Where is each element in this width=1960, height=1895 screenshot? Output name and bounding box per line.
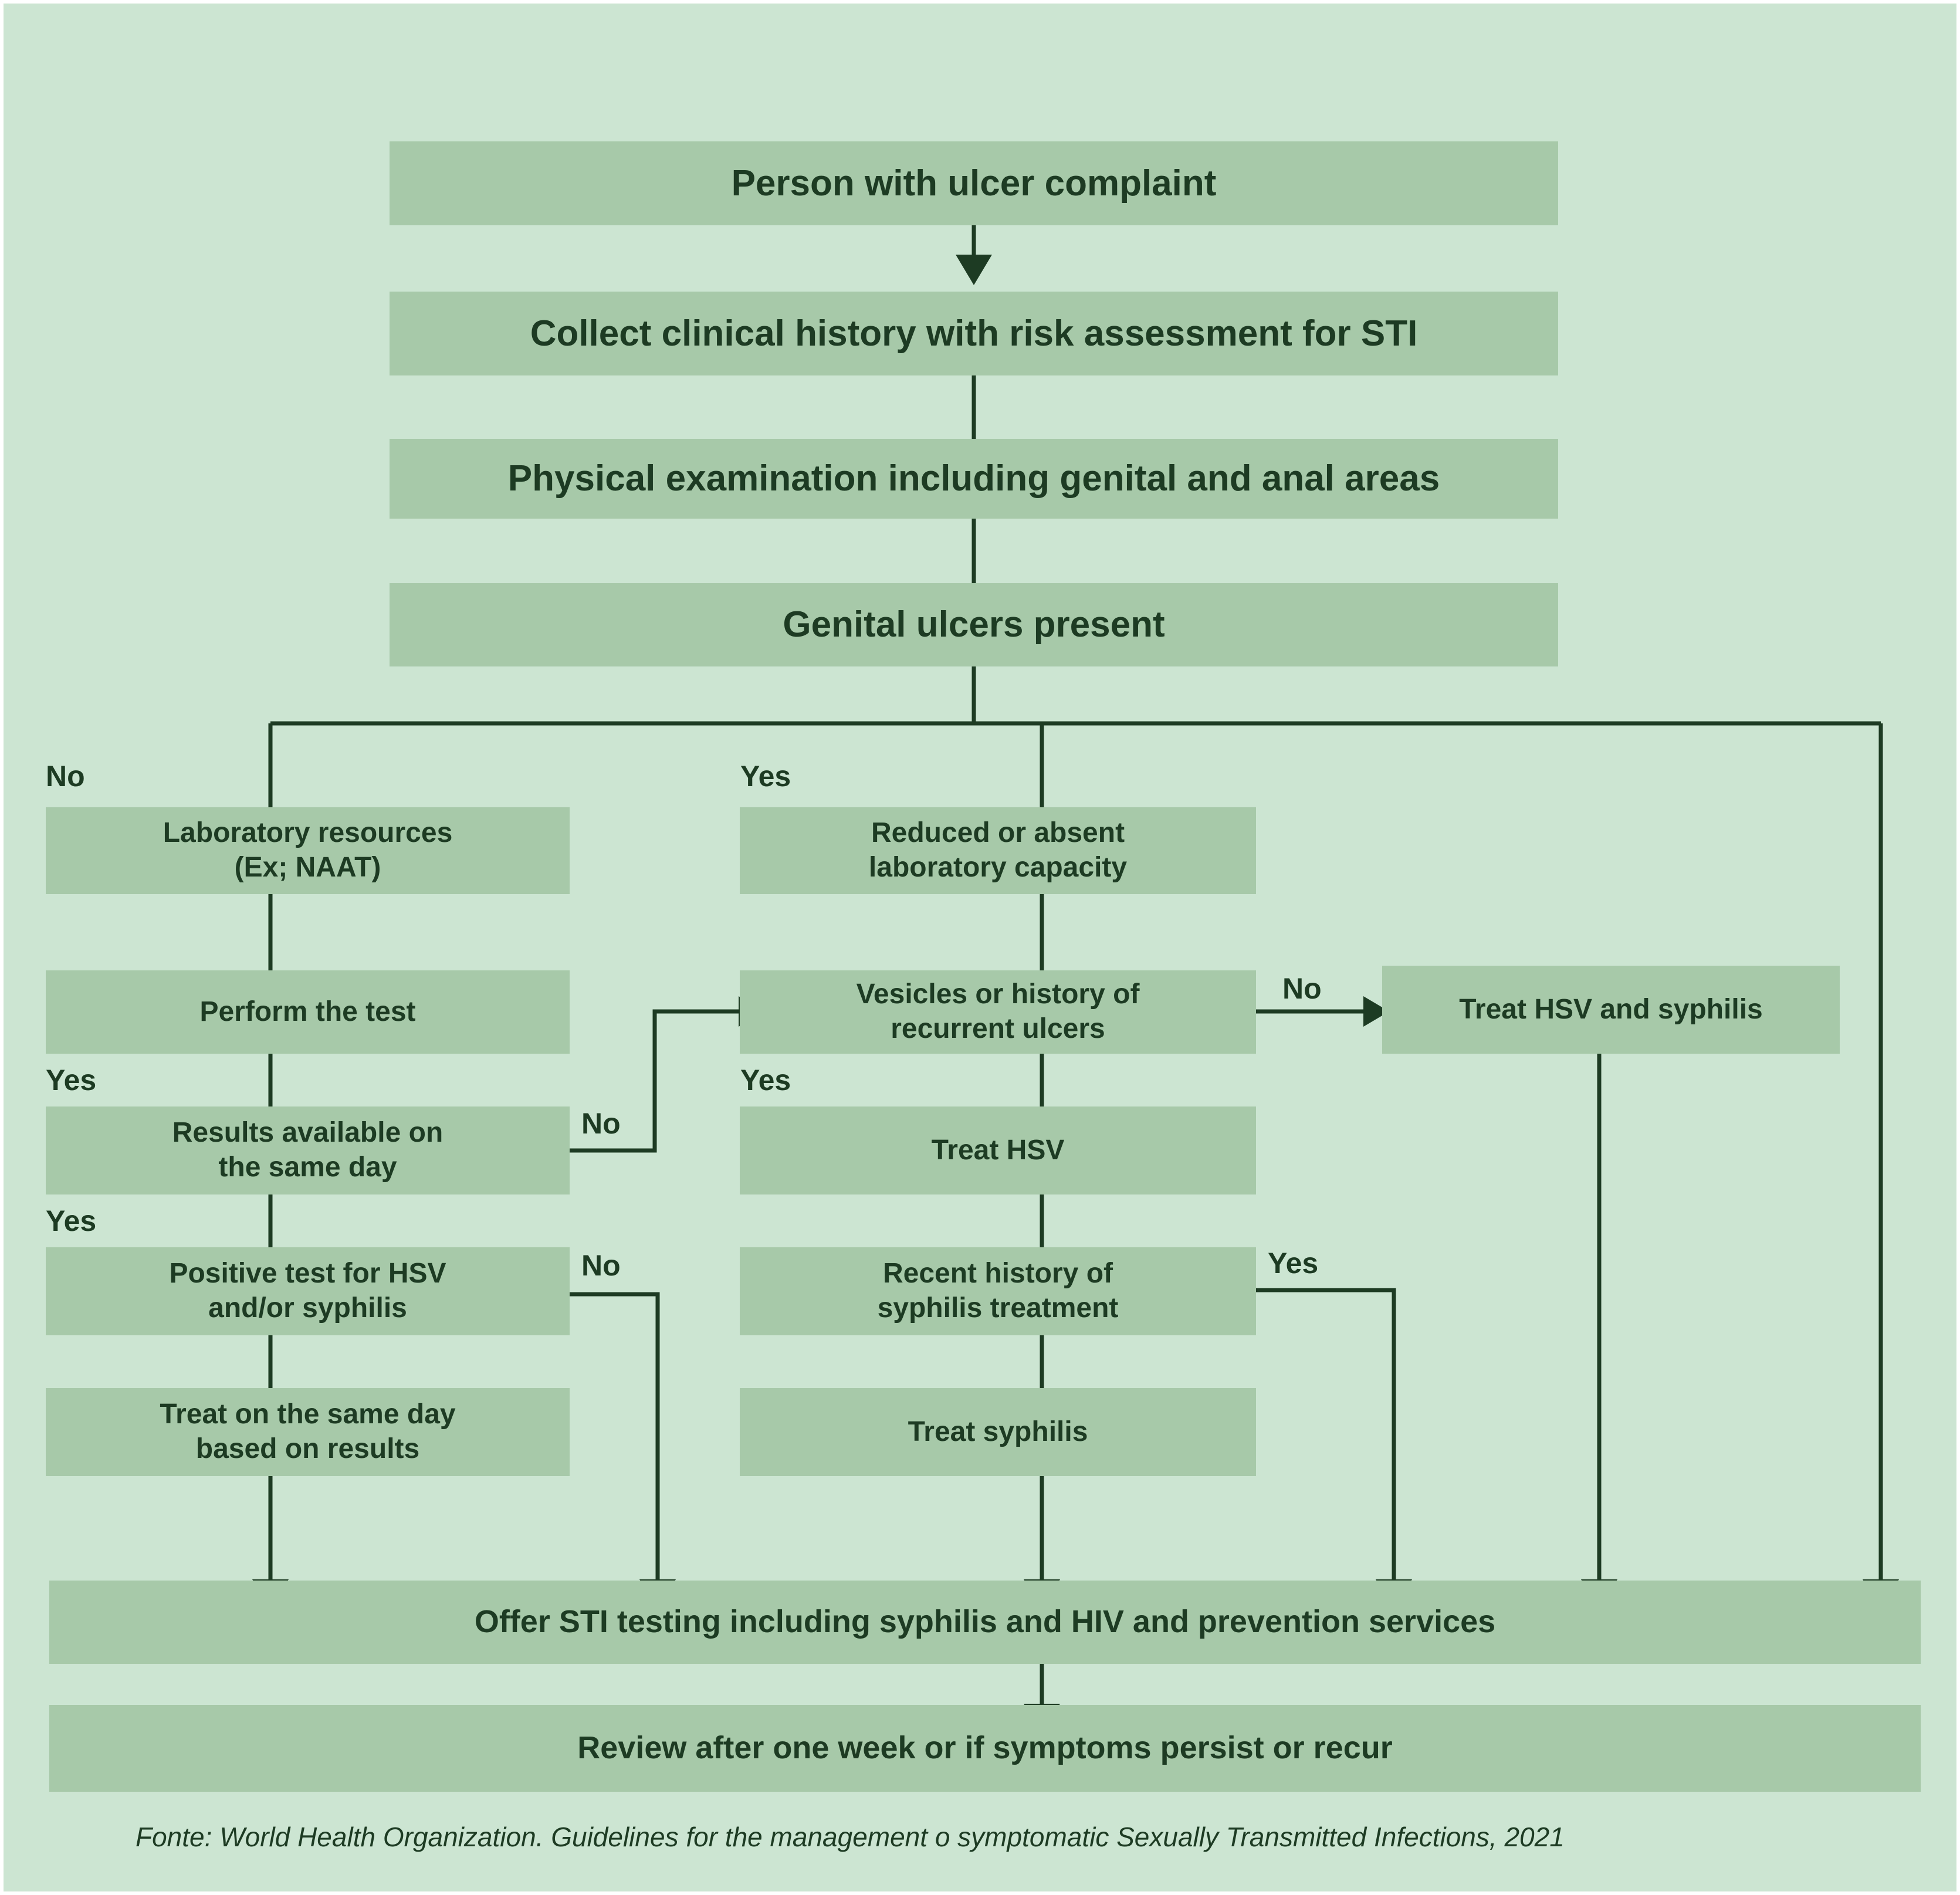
node-recent-history-of-syphilis-treatment[interactable]: Recent history of syphilis treatment	[740, 1247, 1256, 1335]
node-label: Treat HSV and syphilis	[1459, 993, 1763, 1025]
node-reduced-or-absent-lab-capacity[interactable]: Reduced or absent laboratory capacity	[740, 807, 1256, 894]
edge-label-yes-results: Yes	[46, 1064, 97, 1097]
node-collect-clinical-history[interactable]: Collect clinical history with risk asses…	[390, 292, 1558, 375]
node-results-available-same-day[interactable]: Results available on the same day	[46, 1106, 570, 1194]
node-label: Collect clinical history with risk asses…	[530, 313, 1418, 354]
node-label: Treat on the same day based on results	[160, 1399, 456, 1464]
node-label: Positive test for HSV and/or syphilis	[169, 1258, 446, 1324]
node-physical-examination[interactable]: Physical examination including genital a…	[390, 439, 1558, 519]
node-label: Results available on the same day	[172, 1117, 444, 1183]
edge-label-no-positive: No	[581, 1249, 621, 1282]
edge-label-no-vesicles: No	[1282, 972, 1322, 1005]
node-treat-hsv-and-syphilis[interactable]: Treat HSV and syphilis	[1382, 966, 1840, 1054]
node-label: Review after one week or if symptoms per…	[577, 1730, 1393, 1766]
edge-label-yes-vesicles: Yes	[740, 1064, 791, 1097]
node-person-with-ulcer-complaint[interactable]: Person with ulcer complaint	[390, 141, 1558, 225]
node-label: Perform the test	[199, 996, 416, 1027]
node-positive-test-for-hsv[interactable]: Positive test for HSV and/or syphilis	[46, 1247, 570, 1335]
node-vesicles-or-history-of-recurrent-ulcers[interactable]: Vesicles or history of recurrent ulcers	[740, 970, 1256, 1054]
node-label: Treat HSV	[931, 1134, 1065, 1166]
footer-source-note: Fonte: World Health Organization. Guidel…	[136, 1822, 1565, 1852]
edge-label-yes-reduced-lab: Yes	[740, 760, 791, 793]
node-offer-sti-testing[interactable]: Offer STI testing including syphilis and…	[49, 1581, 1921, 1664]
node-label: Offer STI testing including syphilis and…	[474, 1604, 1496, 1640]
node-label: Physical examination including genital a…	[507, 458, 1440, 499]
edge-label-no-lab: No	[46, 760, 85, 793]
node-treat-hsv[interactable]: Treat HSV	[740, 1106, 1256, 1194]
node-label: Person with ulcer complaint	[731, 163, 1217, 204]
edge-label-yes-positive: Yes	[46, 1204, 97, 1237]
node-review-after-one-week[interactable]: Review after one week or if symptoms per…	[49, 1705, 1921, 1792]
node-label: Genital ulcers present	[783, 604, 1165, 645]
node-label: Recent history of syphilis treatment	[877, 1258, 1119, 1324]
node-label: Laboratory resources (Ex; NAAT)	[163, 817, 453, 883]
edge-label-yes-recent-history: Yes	[1268, 1247, 1319, 1280]
edge-positive-no-to-offer	[570, 1292, 676, 1610]
node-label: Reduced or absent laboratory capacity	[868, 817, 1128, 883]
edge-label-no-results: No	[581, 1107, 621, 1140]
node-laboratory-resources[interactable]: Laboratory resources (Ex; NAAT)	[46, 807, 570, 894]
edge-recent-yes-to-offer	[1256, 1288, 1412, 1610]
node-treat-on-the-same-day[interactable]: Treat on the same day based on results	[46, 1388, 570, 1476]
node-treat-syphilis[interactable]: Treat syphilis	[740, 1388, 1256, 1476]
node-label: Treat syphilis	[908, 1416, 1088, 1447]
node-label: Vesicles or history of recurrent ulcers	[856, 979, 1140, 1044]
node-perform-the-test[interactable]: Perform the test	[46, 970, 570, 1054]
node-genital-ulcers-present[interactable]: Genital ulcers present	[390, 583, 1558, 666]
